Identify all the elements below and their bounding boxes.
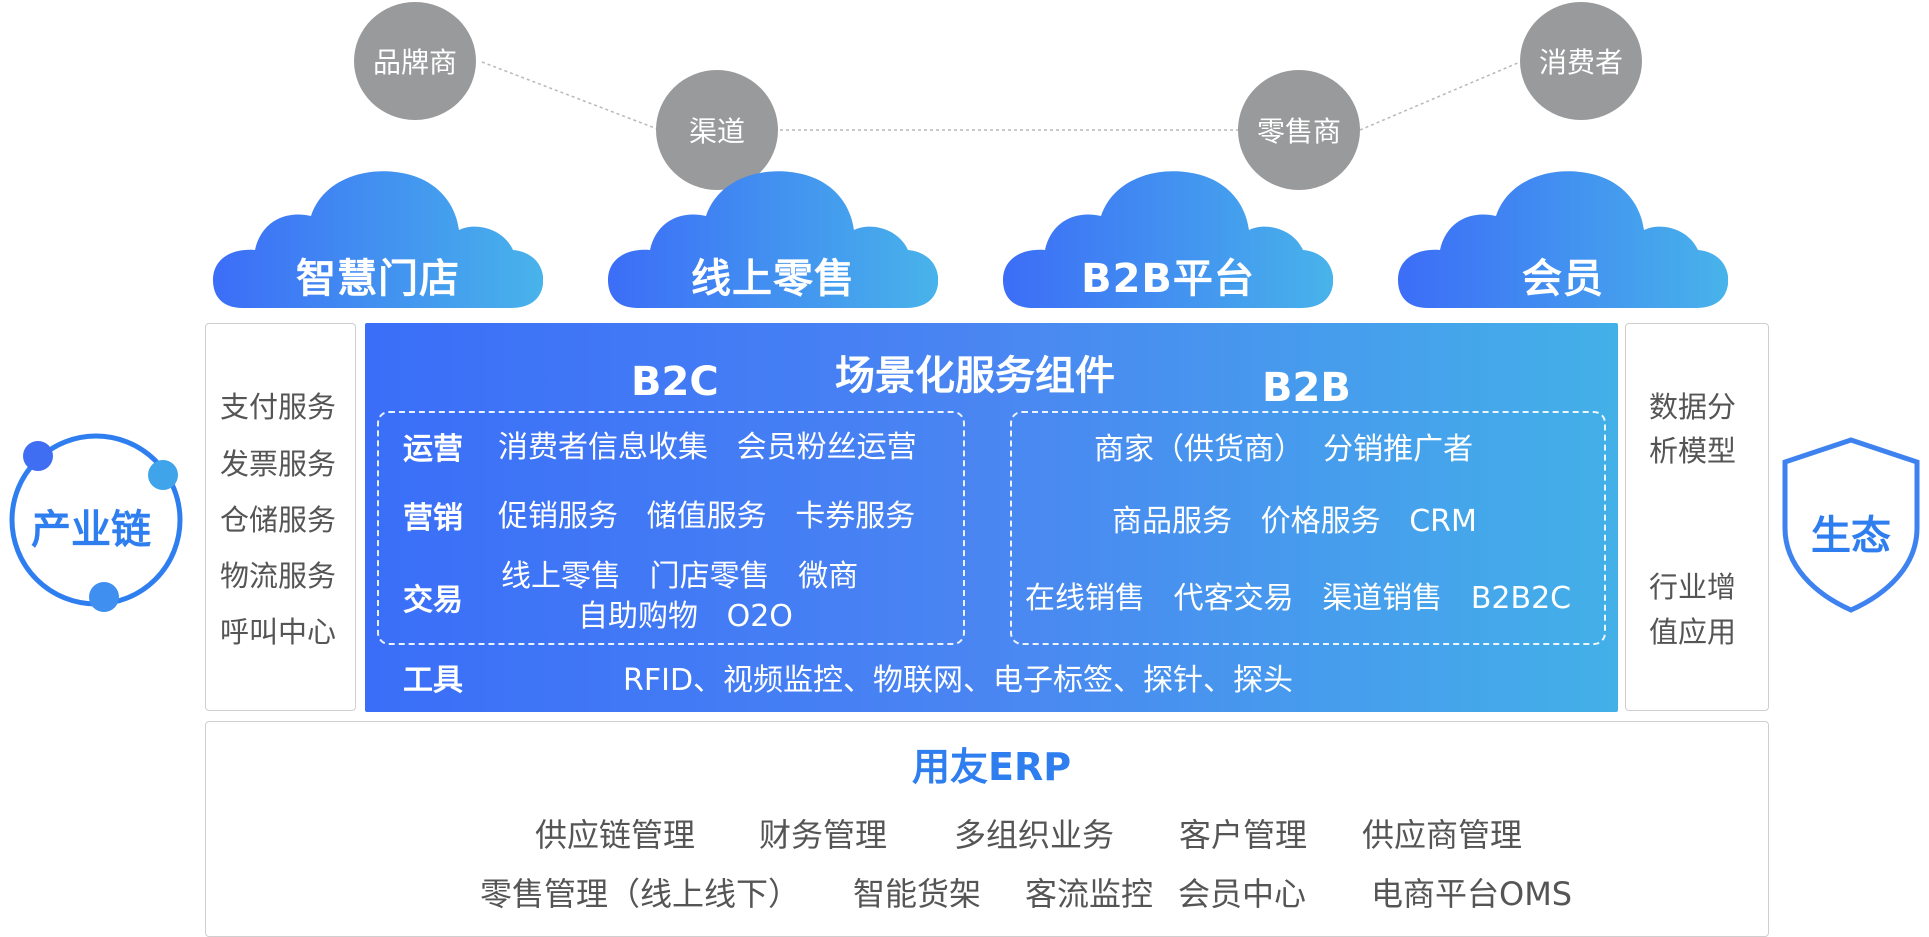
erp-item-smart-shelf: 智能货架: [853, 875, 982, 913]
cloud-label: 智慧门店: [296, 256, 460, 302]
b2c-trade-line2: 自助购物 O2O: [578, 599, 793, 634]
role-consumer: 消费者: [1520, 2, 1642, 120]
tools-label: 工具: [403, 663, 463, 698]
b2c-heading: B2C: [631, 359, 719, 405]
panel-title: 场景化服务组件: [835, 353, 1115, 399]
b2c-ops-items: 消费者信息收集 会员粉丝运营: [498, 430, 917, 465]
cloud-label: B2B平台: [1081, 256, 1255, 302]
data-analysis-line1: 数据分: [1649, 390, 1737, 424]
ecosystem-label: 生态: [1811, 513, 1891, 559]
b2c-trade-label: 交易: [403, 583, 463, 618]
b2c-ops-label: 运营: [403, 432, 463, 467]
role-brand-owner: 品牌商: [354, 2, 476, 120]
erp-item-supplier: 供应商管理: [1362, 816, 1523, 854]
service-invoice: 发票服务: [220, 447, 337, 481]
service-warehouse: 仓储服务: [220, 503, 337, 537]
erp-box: 用友ERP 供应链管理 财务管理 多组织业务 客户管理 供应商管理 零售管理（线…: [205, 721, 1769, 937]
tools-items: RFID、视频监控、物联网、电子标签、探针、探头: [623, 663, 1294, 698]
b2b-line1: 商家（供货商） 分销推广者: [1094, 432, 1474, 467]
industry-app-line1: 行业增: [1649, 570, 1737, 604]
industry-app-line2: 值应用: [1649, 615, 1737, 649]
cloud-label: 会员: [1522, 256, 1604, 302]
b2b-dashed-group: [1010, 411, 1606, 645]
b2c-dashed-group: [377, 411, 965, 645]
erp-item-customer: 客户管理: [1179, 816, 1308, 854]
b2c-marketing-label: 营销: [403, 501, 463, 536]
role-retailer: 零售商: [1238, 70, 1360, 190]
service-logistics: 物流服务: [220, 559, 337, 593]
industry-chain-badge: [9, 433, 183, 612]
left-services-box: 支付服务 发票服务 仓储服务 物流服务 呼叫中心: [205, 323, 356, 711]
right-services-box: 数据分 析模型 行业增 值应用: [1625, 323, 1769, 711]
b2c-trade-line1: 线上零售 门店零售 微商: [501, 559, 859, 594]
industry-chain-label: 产业链: [31, 507, 151, 553]
scenario-service-panel: 场景化服务组件 B2C B2B 运营 消费者信息收集 会员粉丝运营 营销 促销服…: [365, 323, 1618, 712]
erp-item-oms: 电商平台OMS: [1371, 875, 1573, 913]
erp-title: 用友ERP: [912, 745, 1072, 789]
ecosystem-shield-icon: [1782, 437, 1920, 613]
erp-item-traffic: 客流监控: [1025, 875, 1154, 913]
b2b-line2: 商品服务 价格服务 CRM: [1112, 504, 1477, 539]
cloud-smart-store: 智慧门店: [213, 160, 543, 310]
role-channel: 渠道: [656, 70, 778, 190]
service-payment: 支付服务: [220, 390, 337, 424]
erp-item-member-center: 会员中心: [1178, 875, 1307, 913]
erp-item-retail: 零售管理（线上线下）: [480, 875, 801, 913]
cloud-member: 会员: [1398, 160, 1728, 310]
b2b-heading: B2B: [1262, 365, 1351, 411]
role-connector-lines: [481, 61, 1521, 131]
b2b-line3: 在线销售 代客交易 渠道销售 B2B2C: [1025, 581, 1572, 616]
b2c-marketing-items: 促销服务 储值服务 卡券服务: [498, 499, 916, 534]
erp-item-multi-org: 多组织业务: [954, 816, 1115, 854]
cloud-label: 线上零售: [691, 256, 855, 302]
service-call-center: 呼叫中心: [220, 615, 337, 649]
erp-item-supply-chain: 供应链管理: [535, 816, 696, 854]
erp-item-finance: 财务管理: [759, 816, 888, 854]
cloud-online-retail: 线上零售: [608, 160, 938, 310]
data-analysis-line2: 析模型: [1649, 434, 1737, 468]
cloud-b2b-platform: B2B平台: [1003, 160, 1333, 310]
